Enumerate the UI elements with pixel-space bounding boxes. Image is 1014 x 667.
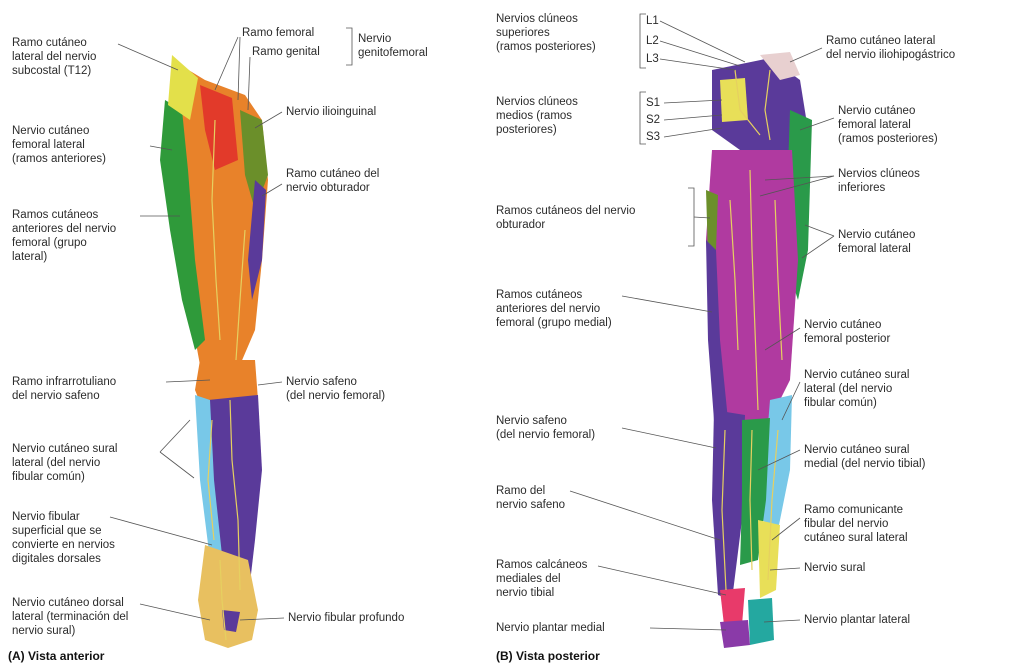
label-genitofemoral: Nervio genitofemoral	[358, 32, 428, 60]
label-S2: S2	[646, 113, 660, 127]
label-sural-lateral-post: Nervio cutáneo sural lateral (del nervio…	[804, 368, 909, 410]
label-fibular-superficial: Nervio fibular superficial que se convie…	[12, 510, 115, 566]
label-sural: Nervio sural	[804, 561, 865, 575]
label-S3: S3	[646, 130, 660, 144]
label-femoral-anteriores: Ramos cutáneos anteriores del nervio fem…	[12, 208, 116, 264]
label-femoral-posterior: Nervio cutáneo femoral posterior	[804, 318, 890, 346]
label-comunicante: Ramo comunicante fibular del nervio cutá…	[804, 503, 908, 545]
posterior-plantar-medial-region	[720, 620, 750, 648]
label-femoral-anteriores-medial: Ramos cutáneos anteriores del nervio fem…	[496, 288, 612, 330]
label-safeno: Nervio safeno (del nervio femoral)	[286, 375, 385, 403]
label-dorsal-lateral: Nervio cutáneo dorsal lateral (terminaci…	[12, 596, 128, 638]
label-L1: L1	[646, 14, 659, 28]
label-obturador: Ramo cutáneo del nervio obturador	[286, 167, 379, 195]
label-S1: S1	[646, 96, 660, 110]
label-femoral-lateral: Nervio cutáneo femoral lateral (ramos an…	[12, 124, 106, 166]
label-sural-lateral: Nervio cutáneo sural lateral (del nervio…	[12, 442, 117, 484]
label-cluneos-superiores: Nervios clúneos superiores (ramos poster…	[496, 12, 596, 54]
label-cluneos-inferiores: Nervios clúneos inferiores	[838, 167, 920, 195]
posterior-leg	[706, 52, 812, 648]
label-plantar-medial: Nervio plantar medial	[496, 621, 605, 635]
label-femoral-lateral-2: Nervio cutáneo femoral lateral	[838, 228, 915, 256]
label-calcaneos: Ramos calcáneos mediales del nervio tibi…	[496, 558, 587, 600]
label-ramo-safeno: Ramo del nervio safeno	[496, 484, 565, 512]
label-sural-medial: Nervio cutáneo sural medial (del nervio …	[804, 443, 925, 471]
label-infrarrotuliano: Ramo infrarrotuliano del nervio safeno	[12, 375, 116, 403]
caption-anterior: (A) Vista anterior	[8, 649, 104, 663]
posterior-saphenous-region	[712, 410, 745, 600]
posterior-calcaneal-region	[720, 588, 745, 625]
label-ramo-genital: Ramo genital	[252, 45, 320, 59]
label-L2: L2	[646, 34, 659, 48]
label-femoral-lateral-post: Nervio cutáneo femoral lateral (ramos po…	[838, 104, 938, 146]
label-L3: L3	[646, 52, 659, 66]
label-subcostal: Ramo cutáneo lateral del nervio subcosta…	[12, 36, 96, 78]
caption-posterior: (B) Vista posterior	[496, 649, 600, 663]
label-iliohipogastrico: Ramo cutáneo lateral del nervio iliohipo…	[826, 34, 955, 62]
label-fibular-profundo: Nervio fibular profundo	[288, 611, 404, 625]
label-safeno-post: Nervio safeno (del nervio femoral)	[496, 414, 595, 442]
anterior-leg	[160, 55, 268, 648]
label-ilioinguinal: Nervio ilioinguinal	[286, 105, 376, 119]
label-plantar-lateral: Nervio plantar lateral	[804, 613, 910, 627]
label-obturador-post: Ramos cutáneos del nervio obturador	[496, 204, 635, 232]
label-ramo-femoral: Ramo femoral	[242, 26, 314, 40]
label-cluneos-medios: Nervios clúneos medios (ramos posteriore…	[496, 95, 578, 137]
